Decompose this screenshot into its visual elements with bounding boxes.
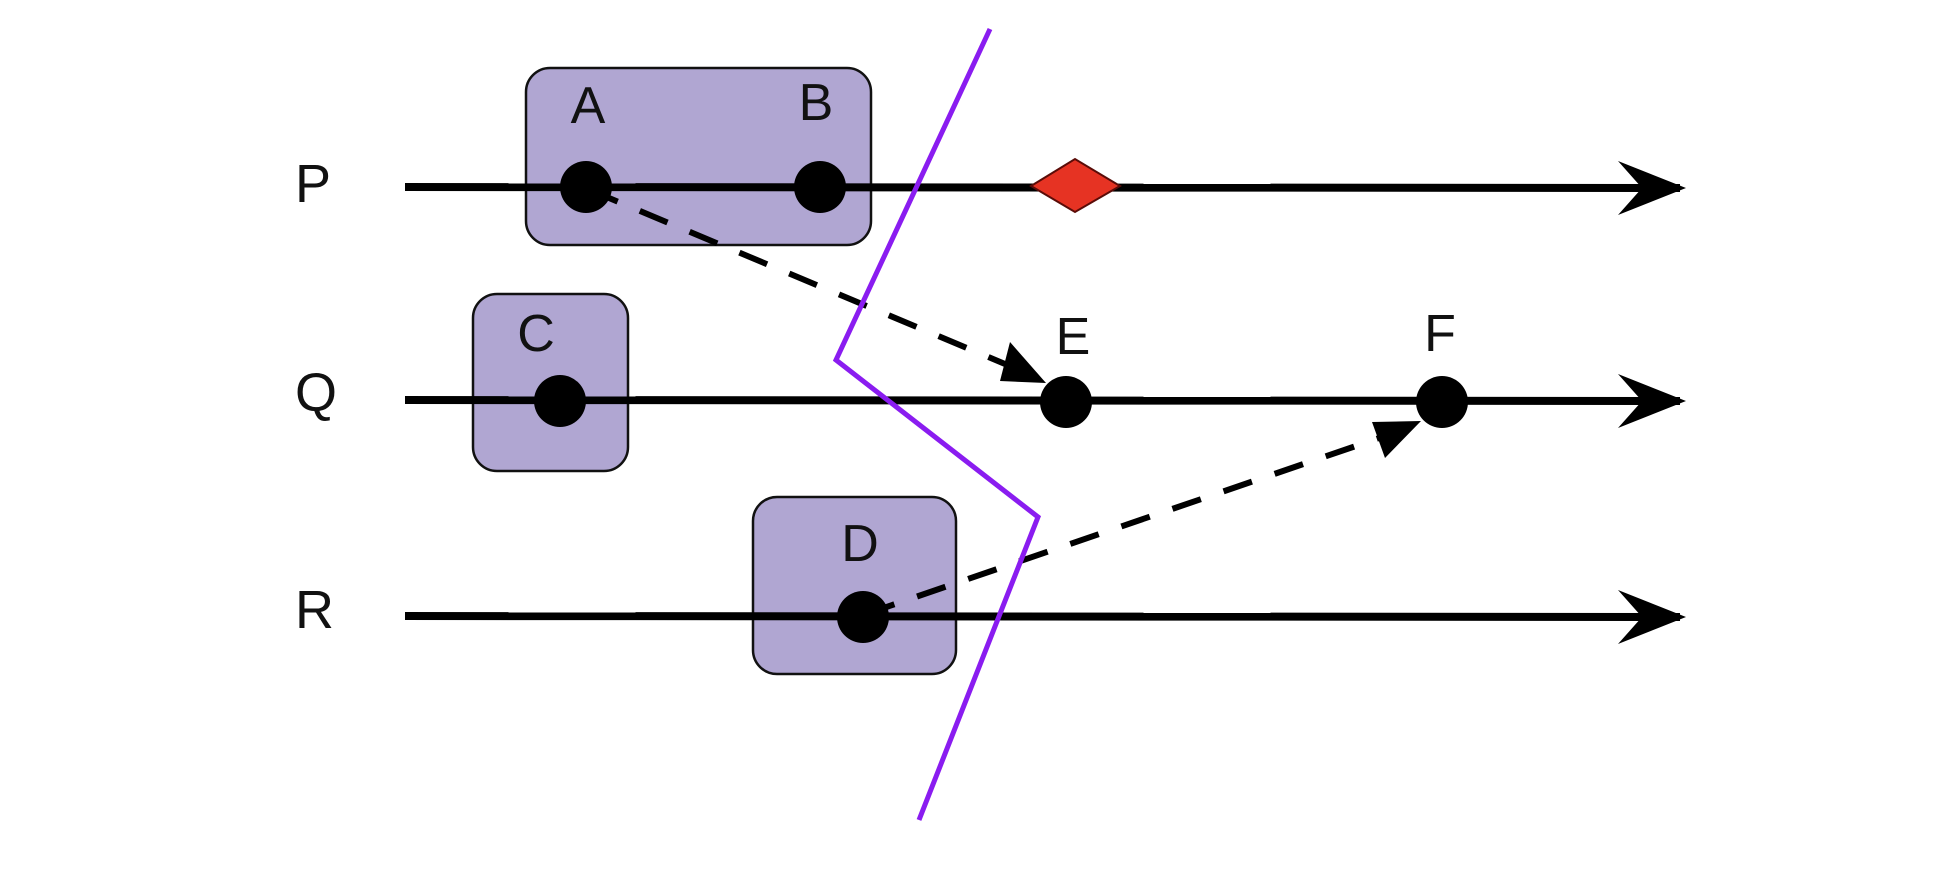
- event-dot-a[interactable]: [560, 161, 612, 213]
- event-label-b: B: [799, 74, 834, 132]
- event-label-c: C: [517, 305, 555, 363]
- message-a-to-e-arrowhead: [1000, 342, 1046, 383]
- event-label-a: A: [571, 77, 606, 135]
- message-a-to-e[interactable]: [588, 187, 1007, 367]
- event-label-f: F: [1424, 305, 1456, 363]
- event-dot-c[interactable]: [534, 375, 586, 427]
- event-dot-e[interactable]: [1040, 376, 1092, 428]
- message-d-to-f-arrowhead: [1372, 421, 1421, 458]
- arrowhead-p: [1618, 161, 1686, 215]
- event-label-d: D: [841, 515, 879, 573]
- process-label-q: Q: [295, 363, 337, 423]
- event-dot-b[interactable]: [794, 161, 846, 213]
- event-label-e: E: [1056, 308, 1091, 366]
- message-d-to-f[interactable]: [865, 433, 1386, 617]
- group-box-d[interactable]: [751, 495, 958, 676]
- process-label-p: P: [295, 154, 331, 214]
- arrowhead-r: [1618, 590, 1686, 644]
- diamond-marker[interactable]: [1029, 157, 1122, 214]
- arrowhead-q: [1618, 374, 1686, 428]
- event-dot-d[interactable]: [837, 591, 889, 643]
- event-dot-f[interactable]: [1416, 376, 1468, 428]
- process-line-r: [404, 590, 1686, 644]
- cut-line[interactable]: [832, 27, 1042, 821]
- process-label-r: R: [295, 580, 334, 640]
